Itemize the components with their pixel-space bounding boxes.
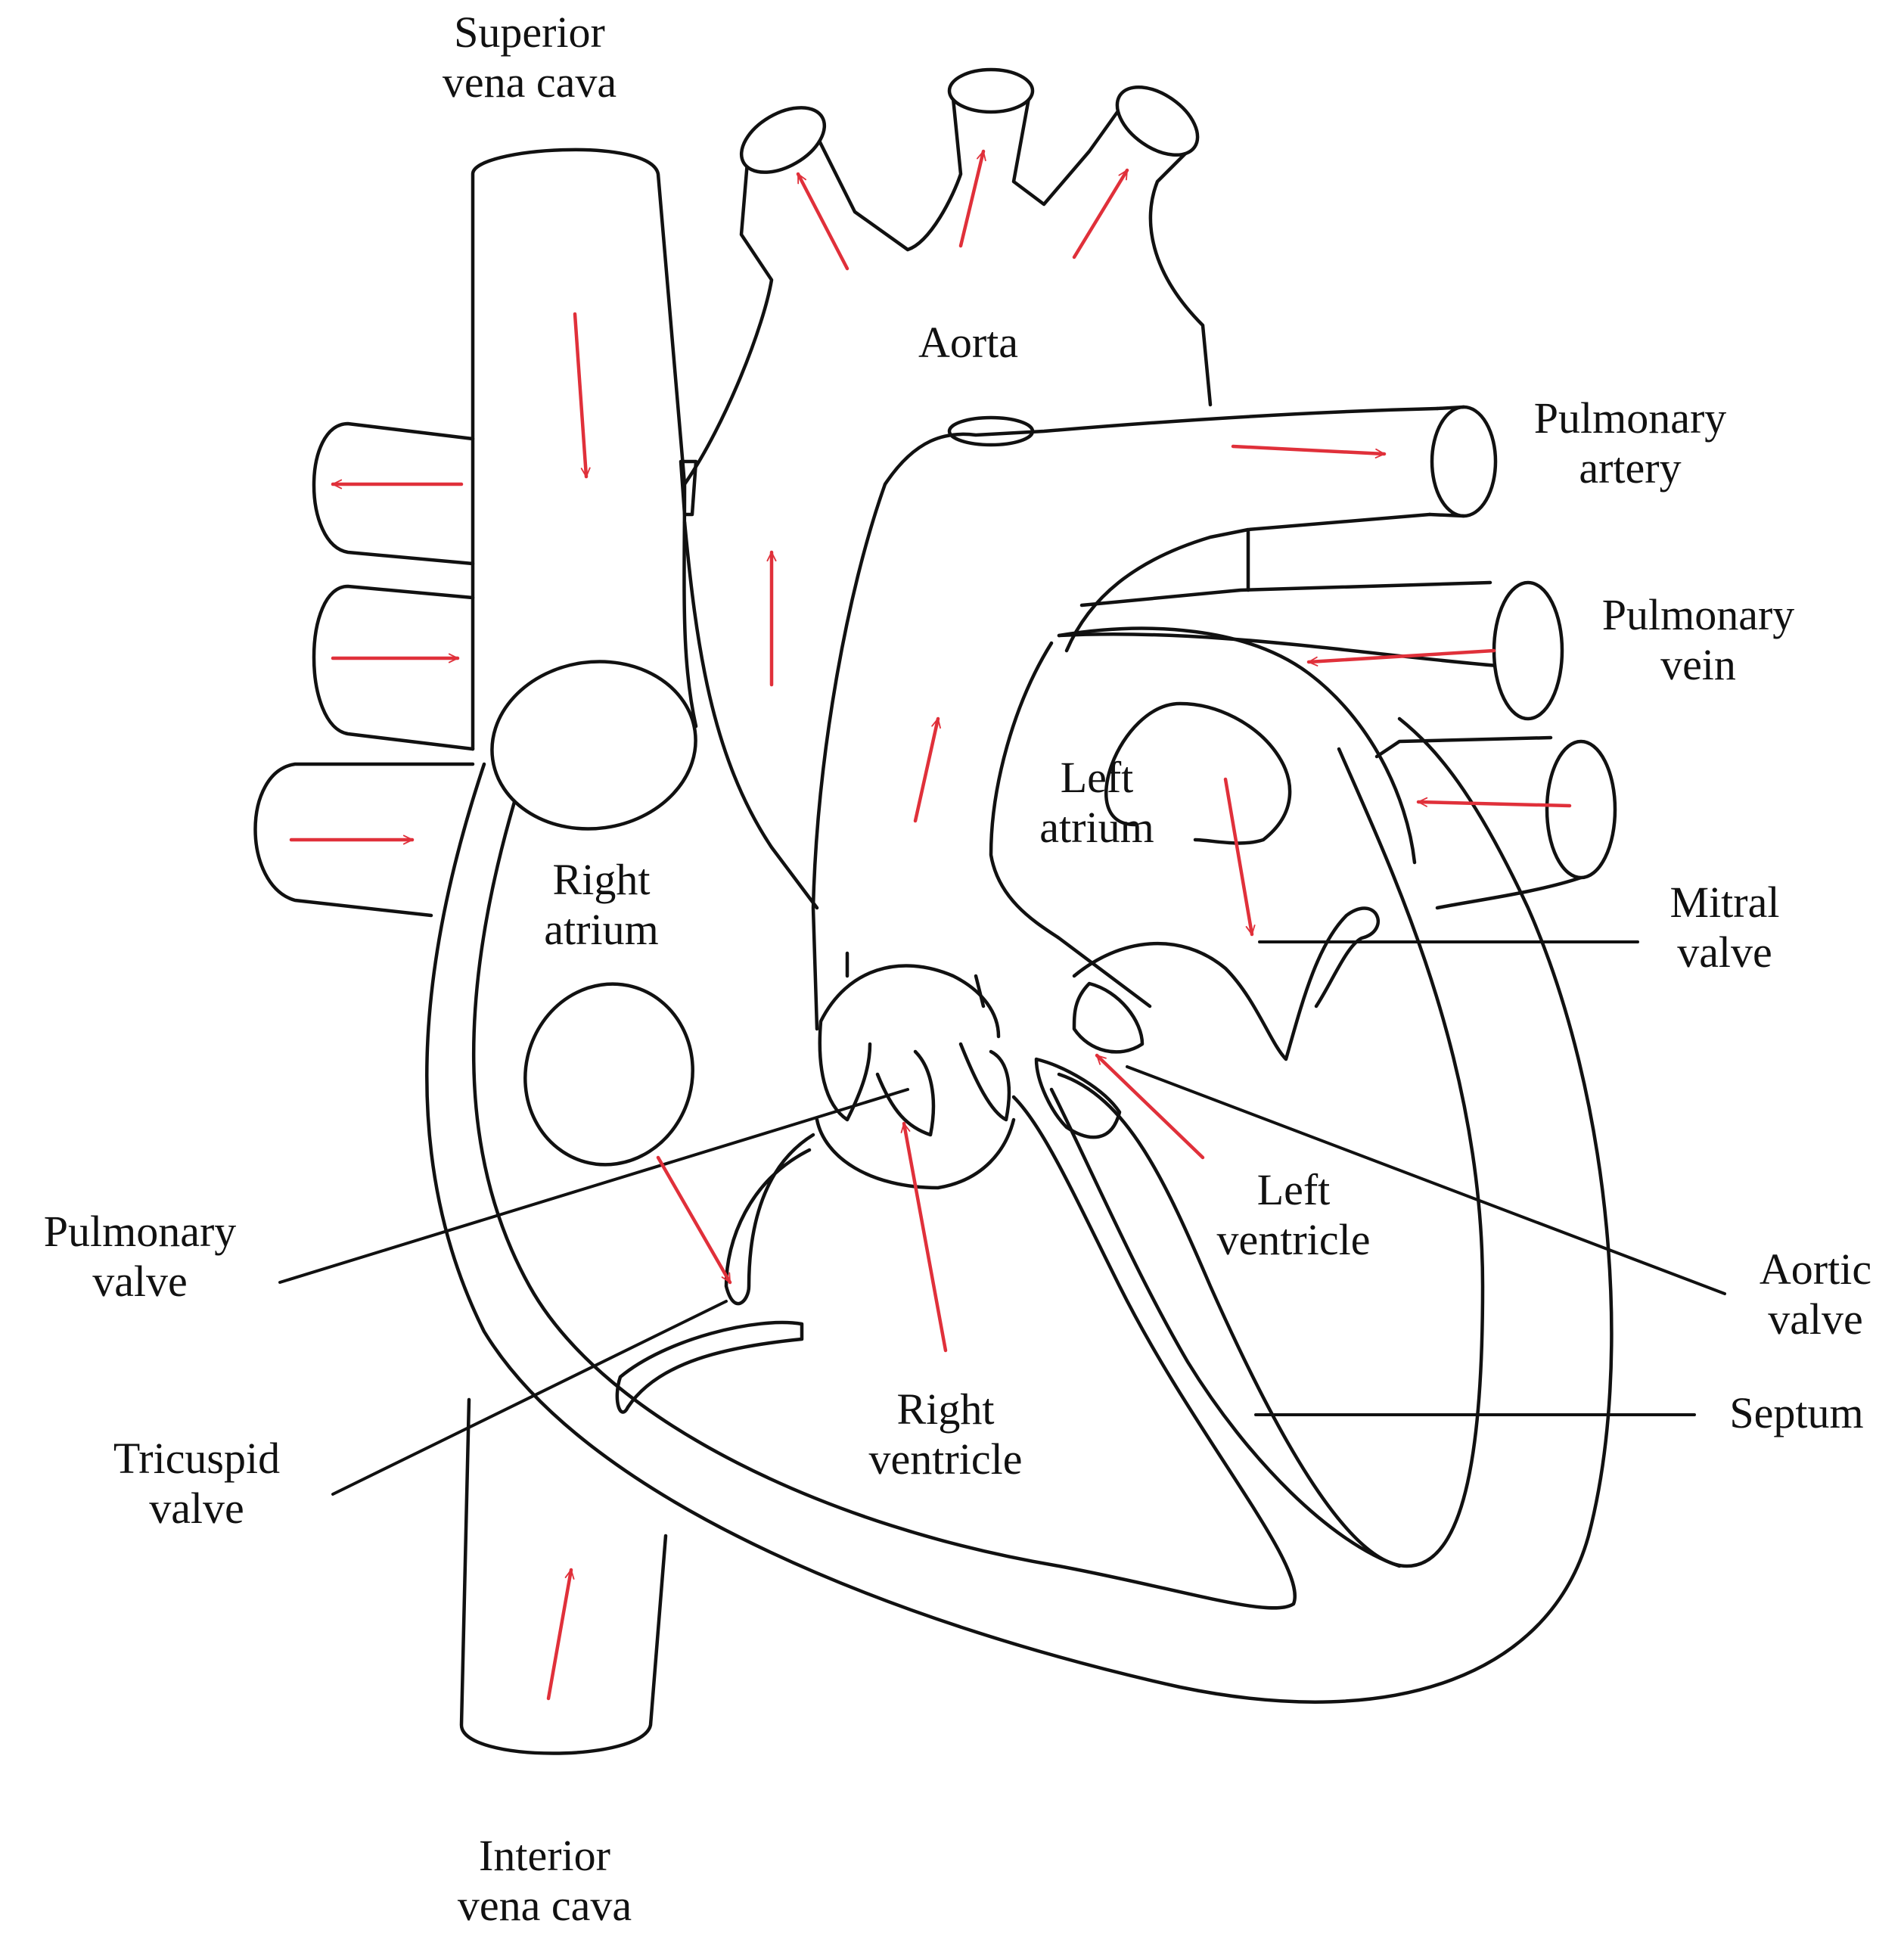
label-pulmonary-artery: Pulmonary artery: [1513, 393, 1747, 493]
inferior-vena-cava-shape: [461, 1400, 666, 1754]
pulmonary-trunk-flow-arrow: [915, 719, 938, 821]
label-aortic-valve: Aortic valve: [1732, 1245, 1899, 1344]
aorta-inner-wall: [685, 522, 817, 908]
pulmonary-artery-cap: [1432, 407, 1496, 516]
pulmonary-trunk-shape: [813, 409, 1437, 1029]
tricuspid-valve-leaflet: [617, 1135, 813, 1412]
label-left-atrium: Left atrium: [1014, 753, 1180, 853]
right-atrium-opening: [481, 648, 707, 841]
left-ventricle-to-aorta-flow-arrow: [1097, 1055, 1203, 1158]
label-aorta: Aorta: [893, 318, 1044, 368]
leader-tricuspid-valve: [333, 1301, 726, 1494]
label-superior-vena-cava: Superior vena cava: [424, 8, 635, 107]
ivc-flow-arrow: [548, 1570, 571, 1698]
septum-wall: [1051, 1089, 1399, 1566]
pulmonary-artery-flow-arrow: [1233, 446, 1384, 454]
pulmonary-vein-upper-flow-arrow: [1309, 651, 1494, 662]
svc-flow-arrow: [575, 314, 586, 477]
label-interior-vena-cava: Interior vena cava: [439, 1831, 651, 1931]
right-ventricle-up-flow-arrow: [904, 1123, 946, 1350]
aorta-branch-3-flow-arrow: [1074, 170, 1127, 257]
label-pulmonary-vein: Pulmonary vein: [1581, 590, 1815, 690]
aorta-branch-1-flow-arrow: [798, 174, 847, 269]
aortic-valve-lower-cusp: [1036, 1059, 1120, 1137]
aorta-branch-cap-2: [949, 70, 1033, 112]
right-atrium-to-ventricle-flow-arrow: [658, 1158, 730, 1282]
label-septum: Septum: [1702, 1388, 1891, 1438]
leader-pulmonary-valve: [280, 1089, 908, 1282]
left-atrium-to-ventricle-flow-arrow: [1225, 779, 1252, 934]
label-mitral-valve: Mitral valve: [1642, 878, 1808, 977]
aorta-small-valve: [681, 461, 696, 514]
left-ventricle-wall: [1059, 749, 1483, 1566]
label-right-atrium: Right atrium: [514, 855, 688, 955]
aorta-branch-cap-3: [1105, 73, 1210, 169]
left-vessel-2: [314, 586, 473, 749]
pulmonary-vein-upper-cap: [1494, 583, 1562, 719]
right-atrium-lower-opening: [505, 965, 713, 1184]
label-tricuspid-valve: Tricuspid valve: [83, 1434, 310, 1534]
label-right-ventricle: Right ventricle: [847, 1384, 1044, 1484]
label-pulmonary-valve: Pulmonary valve: [15, 1207, 265, 1307]
aorta-branch-2-flow-arrow: [961, 151, 983, 246]
label-left-ventricle: Left ventricle: [1180, 1165, 1407, 1265]
left-vessel-1: [314, 424, 473, 564]
pulmonary-vein-lower-cap: [1547, 741, 1615, 878]
